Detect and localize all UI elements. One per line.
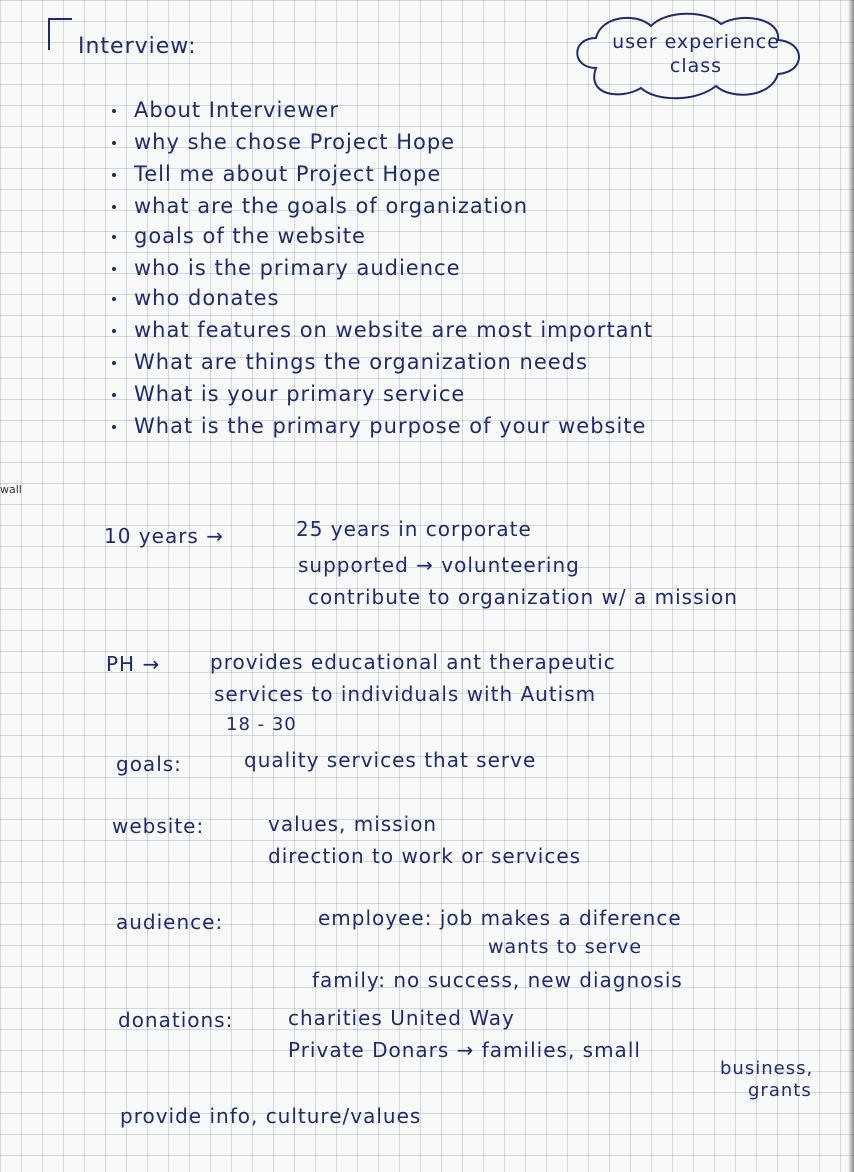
years-label: 10 years → [104, 524, 224, 548]
list-item: What is your primary service [112, 382, 465, 406]
audience-employee: employee: job makes a diference [318, 906, 682, 930]
cloud-text: user experience class [612, 31, 780, 77]
website-line-2: direction to work or services [268, 844, 582, 868]
cloud-outline-icon [576, 12, 800, 100]
website-label: website: [112, 814, 205, 838]
donations-line-2: Private Donars → families, small [288, 1038, 641, 1062]
list-item-text: who donates [134, 286, 280, 310]
list-item-text: What are things the organization needs [134, 350, 588, 374]
bullet-dot [112, 141, 116, 145]
corner-bracket-mark [48, 18, 72, 50]
bullet-dot [112, 393, 116, 397]
bullet-dot [112, 109, 116, 113]
donations-label: donations: [118, 1008, 234, 1032]
ph-label: PH → [106, 652, 161, 676]
website-line-1: values, mission [268, 812, 438, 836]
list-item: what features on website are most import… [112, 318, 653, 342]
list-item: What are things the organization needs [112, 350, 588, 374]
bullet-dot [112, 205, 116, 209]
ph-line-1: provides educational ant therapeutic [210, 650, 616, 674]
audience-employee-2: wants to serve [488, 936, 643, 958]
list-item: who donates [112, 286, 279, 310]
bullet-dot [112, 235, 116, 239]
cloud-annotation: user experience class [566, 8, 810, 104]
list-item: goals of the website [112, 224, 366, 248]
donations-line-3: business, [720, 1058, 814, 1079]
goals-text: quality services that serve [244, 748, 537, 772]
donations-line-1: charities United Way [288, 1006, 515, 1030]
list-item: what are the goals of organization [112, 194, 528, 218]
margin-mark: wall [0, 483, 22, 496]
list-item: who is the primary audience [112, 256, 461, 280]
list-item-text: why she chose Project Hope [134, 130, 456, 154]
list-item-text: who is the primary audience [134, 256, 461, 280]
list-item-text: goals of the website [134, 224, 366, 248]
ph-line-3: 18 - 30 [226, 714, 297, 735]
list-item: Tell me about Project Hope [112, 162, 441, 186]
list-item-text: What is your primary service [134, 382, 466, 406]
page-edge-shadow [848, 0, 854, 1172]
list-item-text: About Interviewer [134, 98, 339, 122]
ph-line-2: services to individuals with Autism [214, 682, 597, 706]
list-item: why she chose Project Hope [112, 130, 455, 154]
audience-family: family: no success, new diagnosis [312, 968, 683, 992]
bullet-dot [112, 425, 116, 429]
list-item-text: what are the goals of organization [134, 194, 529, 218]
donations-line-4: grants [748, 1080, 812, 1101]
bullet-dot [112, 329, 116, 333]
list-item: About Interviewer [112, 98, 339, 122]
goals-label: goals: [116, 752, 182, 776]
list-item: What is the primary purpose of your webs… [112, 414, 646, 438]
audience-label: audience: [116, 910, 224, 934]
page-title: Interview: [78, 34, 197, 59]
years-line-1: 25 years in corporate [296, 517, 532, 541]
bullet-dot [112, 361, 116, 365]
bullet-dot [112, 297, 116, 301]
years-line-3: contribute to organization w/ a mission [308, 585, 738, 609]
list-item-text: Tell me about Project Hope [134, 162, 442, 186]
list-item-text: What is the primary purpose of your webs… [134, 414, 647, 438]
list-item-text: what features on website are most import… [134, 318, 654, 342]
closing-note: provide info, culture/values [120, 1104, 422, 1128]
bullet-dot [112, 267, 116, 271]
years-line-2: supported → volunteering [298, 553, 580, 577]
bullet-dot [112, 173, 116, 177]
